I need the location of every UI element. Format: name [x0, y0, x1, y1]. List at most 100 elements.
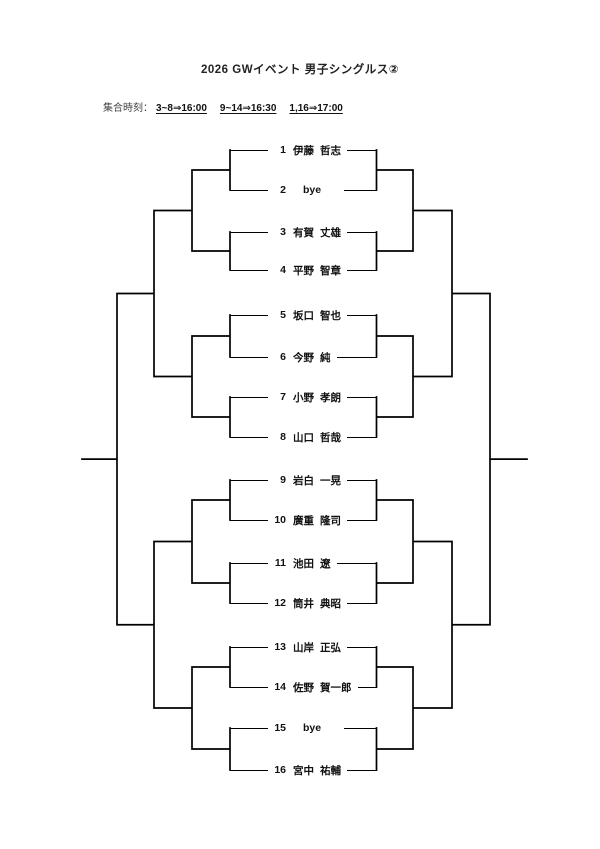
- player-first-name: 遼: [320, 557, 331, 570]
- entry-right-line: [347, 269, 377, 271]
- entry-left-line: [230, 396, 268, 398]
- seed-number: 5: [280, 309, 286, 321]
- entry-left-line: [230, 646, 268, 648]
- seed-number: 1: [280, 144, 286, 156]
- player-first-name: 哲哉: [320, 431, 341, 444]
- player-last-name: 宮中: [293, 764, 314, 777]
- seed-number: 4: [280, 264, 286, 276]
- bye-label: bye: [302, 722, 322, 734]
- entry-left-line: [230, 149, 268, 151]
- player-last-name: 今野: [293, 351, 314, 364]
- seed-number: 8: [280, 431, 286, 443]
- entry-right-line: [347, 314, 377, 316]
- player-last-name: 小野: [293, 391, 314, 404]
- player-first-name: 正弘: [320, 641, 341, 654]
- bracket-entry-4: 4 平野 智章: [230, 262, 377, 278]
- bracket-entry-14: 14 佐野 賀一郎: [230, 679, 377, 695]
- entry-left-line: [230, 356, 268, 358]
- player-first-name: 賀一郎: [320, 681, 352, 694]
- entry-right-line: [347, 436, 377, 438]
- page-title: 2026 GWイベント 男子シングルス②: [200, 64, 399, 76]
- meeting-time-3: 1,16⇒17:00: [289, 103, 343, 114]
- entry-left-line: [230, 231, 268, 233]
- seed-number: 6: [280, 351, 286, 363]
- player-first-name: 孝朗: [320, 391, 341, 404]
- seed-number: 15: [274, 722, 286, 734]
- entry-right-line: [344, 189, 377, 191]
- seed-number: 7: [280, 391, 286, 403]
- entry-right-line: [347, 149, 377, 151]
- seed-number: 14: [274, 681, 286, 693]
- seed-number: 12: [274, 597, 286, 609]
- meeting-times: 集合時刻：3~8⇒16:00 9~14⇒16:30 1,16⇒17:00: [103, 99, 343, 114]
- player-last-name: 廣重: [293, 514, 314, 527]
- entry-right-line: [336, 356, 377, 358]
- player-first-name: 隆司: [320, 514, 341, 527]
- entry-right-line: [336, 562, 377, 564]
- entry-left-line: [230, 314, 268, 316]
- bracket-entry-1: 1 伊藤 哲志: [230, 142, 377, 158]
- bracket-entry-3: 3 有賀 丈雄: [230, 224, 377, 240]
- meeting-times-label: 集合時刻：: [103, 103, 153, 114]
- entry-right-line: [347, 646, 377, 648]
- player-first-name: 祐輔: [320, 764, 341, 777]
- bracket-entry-5: 5 坂口 智也: [230, 307, 377, 323]
- bracket-entry-10: 10 廣重 隆司: [230, 512, 377, 528]
- player-last-name: 山口: [293, 431, 314, 444]
- player-last-name: 岩白: [293, 474, 314, 487]
- bracket-entry-7: 7 小野 孝朗: [230, 389, 377, 405]
- entry-left-line: [230, 602, 268, 604]
- bracket-entry-16: 16 宮中 祐輔: [230, 762, 377, 778]
- player-first-name: 哲志: [320, 144, 341, 157]
- player-first-name: 純: [320, 351, 331, 364]
- bracket-entry-13: 13 山岸 正弘: [230, 639, 377, 655]
- entry-right-line: [347, 396, 377, 398]
- player-last-name: 坂口: [293, 309, 314, 322]
- player-last-name: 佐野: [293, 681, 314, 694]
- bracket-entry-6: 6 今野 純: [230, 349, 377, 365]
- player-first-name: 智章: [320, 264, 341, 277]
- entry-left-line: [230, 686, 268, 688]
- seed-number: 11: [274, 557, 286, 569]
- entry-right-line: [344, 727, 377, 729]
- player-first-name: 智也: [320, 309, 341, 322]
- seed-number: 13: [274, 641, 286, 653]
- bracket-entry-9: 9 岩白 一晃: [230, 472, 377, 488]
- seed-number: 3: [280, 226, 286, 238]
- bracket-entry-15: 15 bye: [230, 720, 377, 736]
- player-first-name: 丈雄: [320, 226, 341, 239]
- player-last-name: 筒井: [293, 597, 314, 610]
- bracket-entry-12: 12 筒井 典昭: [230, 595, 377, 611]
- entry-left-line: [230, 269, 268, 271]
- meeting-time-2: 9~14⇒16:30: [219, 103, 277, 114]
- entry-right-line: [347, 479, 377, 481]
- entry-right-line: [347, 769, 377, 771]
- entry-right-line: [357, 686, 377, 688]
- seed-number: 16: [274, 764, 286, 776]
- player-last-name: 伊藤: [293, 144, 314, 157]
- seed-number: 10: [274, 514, 286, 526]
- entry-left-line: [230, 727, 268, 729]
- meeting-time-1: 3~8⇒16:00: [156, 103, 207, 114]
- player-last-name: 有賀: [293, 226, 314, 239]
- player-last-name: 池田: [293, 557, 314, 570]
- entry-right-line: [347, 602, 377, 604]
- entry-left-line: [230, 519, 268, 521]
- entry-left-line: [230, 436, 268, 438]
- entry-left-line: [230, 479, 268, 481]
- entry-left-line: [230, 189, 268, 191]
- player-last-name: 平野: [293, 264, 314, 277]
- entry-right-line: [347, 231, 377, 233]
- seed-number: 9: [280, 474, 286, 486]
- bracket-entry-2: 2 bye: [230, 182, 377, 198]
- player-last-name: 山岸: [293, 641, 314, 654]
- bracket-entry-8: 8 山口 哲哉: [230, 429, 377, 445]
- entry-left-line: [230, 769, 268, 771]
- entry-left-line: [230, 562, 268, 564]
- entry-right-line: [347, 519, 377, 521]
- bye-label: bye: [302, 184, 322, 196]
- player-first-name: 一晃: [320, 474, 341, 487]
- seed-number: 2: [280, 184, 286, 196]
- bracket-entry-11: 11 池田 遼: [230, 555, 377, 571]
